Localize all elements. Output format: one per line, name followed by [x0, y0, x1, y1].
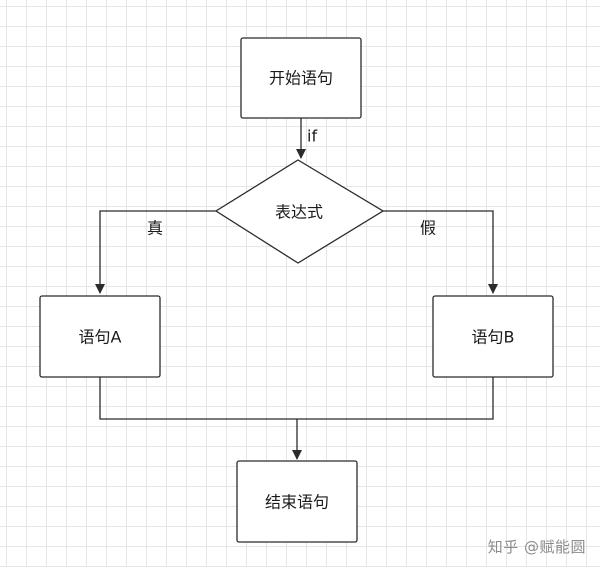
node-end-label: 结束语句 [265, 493, 329, 512]
node-start-label: 开始语句 [269, 69, 333, 88]
edge-b-to-merge [297, 377, 494, 420]
node-end[interactable]: 结束语句 [236, 460, 358, 543]
node-end-box [236, 460, 358, 543]
node-statement-a-box [39, 295, 161, 378]
edge-label-if: if [307, 127, 317, 146]
edge-label-false: 假 [420, 219, 436, 238]
node-condition[interactable]: 表达式 [214, 159, 385, 264]
node-start[interactable]: 开始语句 [240, 37, 362, 119]
node-statement-a-label: 语句A [79, 328, 122, 347]
watermark-text: 知乎 @赋能圆 [487, 538, 586, 556]
node-statement-b[interactable]: 语句B [432, 295, 554, 378]
edge-a-to-merge [99, 377, 297, 420]
node-statement-a[interactable]: 语句A [39, 295, 161, 378]
node-statement-b-box [432, 295, 554, 378]
node-condition-label: 表达式 [275, 203, 323, 222]
node-condition-diamond [214, 159, 385, 264]
edge-label-true: 真 [147, 219, 163, 238]
edge-false-branch [383, 210, 498, 294]
edge-true-branch [95, 210, 216, 294]
node-start-box [240, 37, 362, 119]
node-statement-b-label: 语句B [472, 328, 515, 347]
